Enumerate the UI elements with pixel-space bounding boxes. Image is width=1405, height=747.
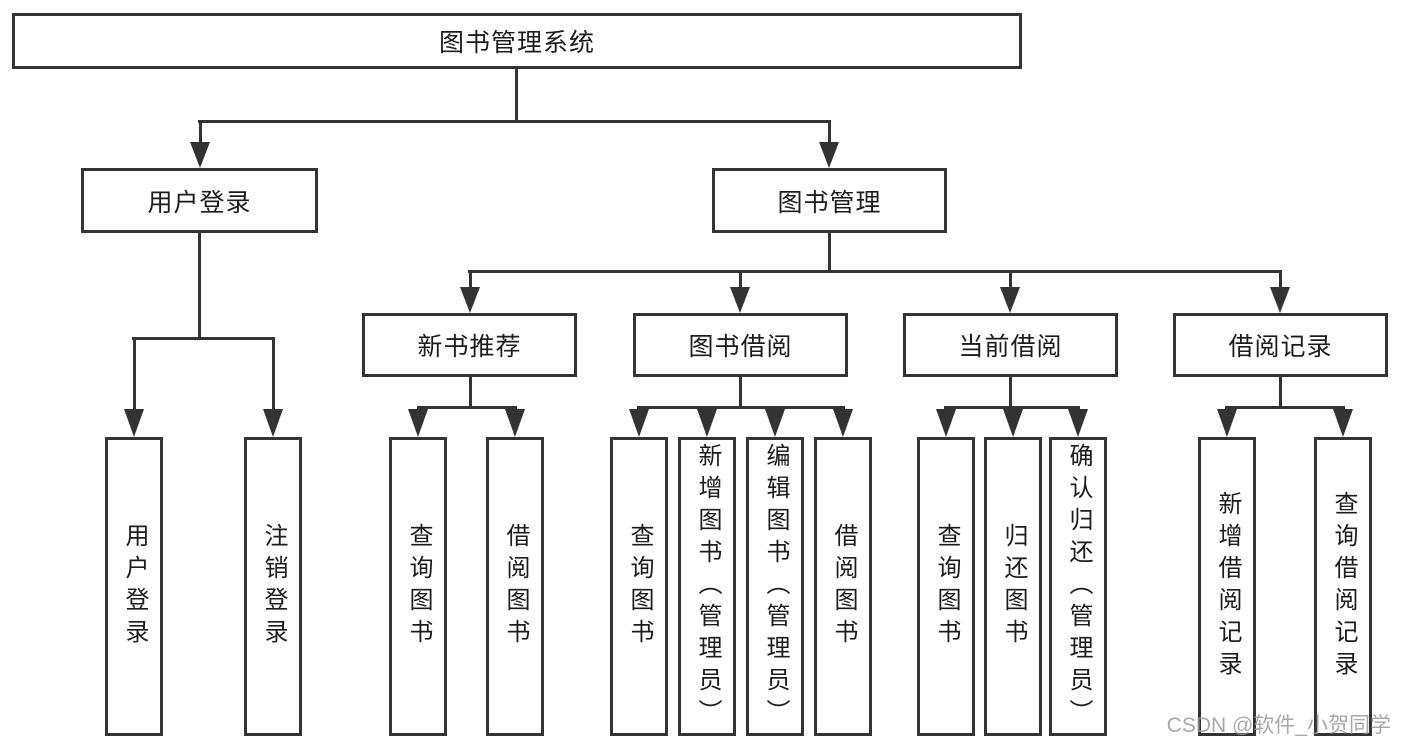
- node-new-book-recommend-label: 新书推荐: [417, 333, 522, 361]
- leaf-return-book-label: 归还图书: [1000, 522, 1027, 651]
- connector-current-borrow-down: [1009, 377, 1012, 409]
- connector-user-login-branch: [132, 337, 275, 340]
- arrow-to-leaf-user-login: [124, 409, 144, 437]
- connector-book-borrow-down: [739, 377, 742, 409]
- leaf-edit-book-admin: 编辑图书（管理员）: [746, 437, 804, 736]
- leaf-user-login: 用户登录: [105, 437, 163, 736]
- leaf-borrow-query-book-label: 查询图书: [626, 522, 653, 651]
- leaf-query-borrow-record: 查询借阅记录: [1314, 437, 1372, 736]
- arrow-to-current-query-book: [936, 409, 956, 437]
- connector-stem-leaf-logout: [272, 340, 275, 411]
- leaf-add-borrow-record-label: 新增借阅记录: [1214, 490, 1241, 683]
- connector-current-borrow-branch: [944, 406, 1080, 409]
- connector-new-book-recommend-down: [469, 377, 472, 409]
- node-current-borrow: 当前借阅: [903, 313, 1118, 377]
- connector-stem-book-management: [828, 123, 831, 144]
- node-book-borrow: 图书借阅: [633, 313, 848, 377]
- connector-stem-borrow-record: [1279, 273, 1282, 289]
- connector-book-borrow-branch: [637, 406, 845, 409]
- connector-stem-book-borrow: [739, 273, 742, 289]
- csdn-watermark: CSDN @软件_小贺同学: [1166, 714, 1391, 737]
- node-borrow-record-label: 借阅记录: [1228, 333, 1333, 361]
- connector-book-management-branch: [468, 270, 1282, 273]
- arrow-to-add-borrow-record: [1217, 409, 1237, 437]
- arrow-to-new-book-recommend: [460, 287, 480, 313]
- arrow-to-recommend-borrow-book: [505, 409, 525, 437]
- arrow-to-book-management: [819, 142, 839, 168]
- leaf-recommend-query-book: 查询图书: [389, 437, 447, 736]
- node-user-login-label: 用户登录: [147, 188, 252, 217]
- connector-stem-new-book-recommend: [469, 273, 472, 289]
- leaf-borrow-book-label: 借阅图书: [830, 522, 857, 651]
- node-root-label: 图书管理系统: [438, 29, 595, 57]
- connector-book-management-down: [828, 233, 831, 273]
- arrow-to-book-borrow: [730, 287, 750, 313]
- leaf-recommend-borrow-book-label: 借阅图书: [502, 522, 529, 651]
- leaf-return-book: 归还图书: [984, 437, 1042, 736]
- arrow-to-return-book: [1003, 409, 1023, 437]
- connector-root-branch: [198, 120, 831, 123]
- leaf-user-login-label: 用户登录: [121, 522, 148, 651]
- arrow-to-borrow-record: [1270, 287, 1290, 313]
- arrow-to-recommend-query-book: [408, 409, 428, 437]
- arrow-to-user-login: [190, 142, 210, 168]
- leaf-borrow-query-book: 查询图书: [610, 437, 668, 736]
- connector-user-login-down: [198, 233, 201, 340]
- leaf-logout-label: 注销登录: [260, 522, 287, 651]
- connector-stem-user-login: [199, 123, 202, 144]
- leaf-current-query-book-label: 查询图书: [933, 522, 960, 651]
- arrow-to-edit-book-admin: [765, 409, 785, 437]
- arrow-to-query-borrow-record: [1333, 409, 1353, 437]
- leaf-recommend-borrow-book: 借阅图书: [486, 437, 544, 736]
- connector-borrow-record-branch: [1225, 406, 1345, 409]
- leaf-recommend-query-book-label: 查询图书: [405, 522, 432, 651]
- leaf-current-query-book: 查询图书: [917, 437, 975, 736]
- leaf-borrow-book: 借阅图书: [814, 437, 872, 736]
- arrow-to-borrow-query-book: [629, 409, 649, 437]
- leaf-logout: 注销登录: [244, 437, 302, 736]
- arrow-to-current-borrow: [1000, 287, 1020, 313]
- node-new-book-recommend: 新书推荐: [362, 313, 577, 377]
- node-book-borrow-label: 图书借阅: [688, 333, 793, 361]
- arrow-to-borrow-book: [833, 409, 853, 437]
- leaf-confirm-return-admin-label: 确认归还（管理员）: [1065, 442, 1092, 731]
- node-borrow-record: 借阅记录: [1173, 313, 1388, 377]
- node-book-management: 图书管理: [712, 168, 947, 233]
- arrow-to-confirm-return-admin: [1068, 409, 1088, 437]
- connector-borrow-record-down: [1279, 377, 1282, 409]
- node-root: 图书管理系统: [12, 13, 1022, 69]
- node-current-borrow-label: 当前借阅: [958, 333, 1063, 361]
- node-user-login: 用户登录: [81, 168, 318, 233]
- leaf-add-borrow-record: 新增借阅记录: [1198, 437, 1256, 736]
- connector-new-book-recommend-branch: [417, 406, 517, 409]
- leaf-confirm-return-admin: 确认归还（管理员）: [1049, 437, 1107, 736]
- connector-root-down: [515, 69, 518, 123]
- connector-stem-leaf-user-login: [133, 340, 136, 411]
- leaf-query-borrow-record-label: 查询借阅记录: [1330, 490, 1357, 683]
- leaf-add-book-admin-label: 新增图书（管理员）: [694, 442, 721, 731]
- leaf-add-book-admin: 新增图书（管理员）: [678, 437, 736, 736]
- arrow-to-leaf-logout: [263, 409, 283, 437]
- connector-stem-current-borrow: [1009, 273, 1012, 289]
- arrow-to-add-book-admin: [697, 409, 717, 437]
- leaf-edit-book-admin-label: 编辑图书（管理员）: [762, 442, 789, 731]
- node-book-management-label: 图书管理: [777, 188, 882, 217]
